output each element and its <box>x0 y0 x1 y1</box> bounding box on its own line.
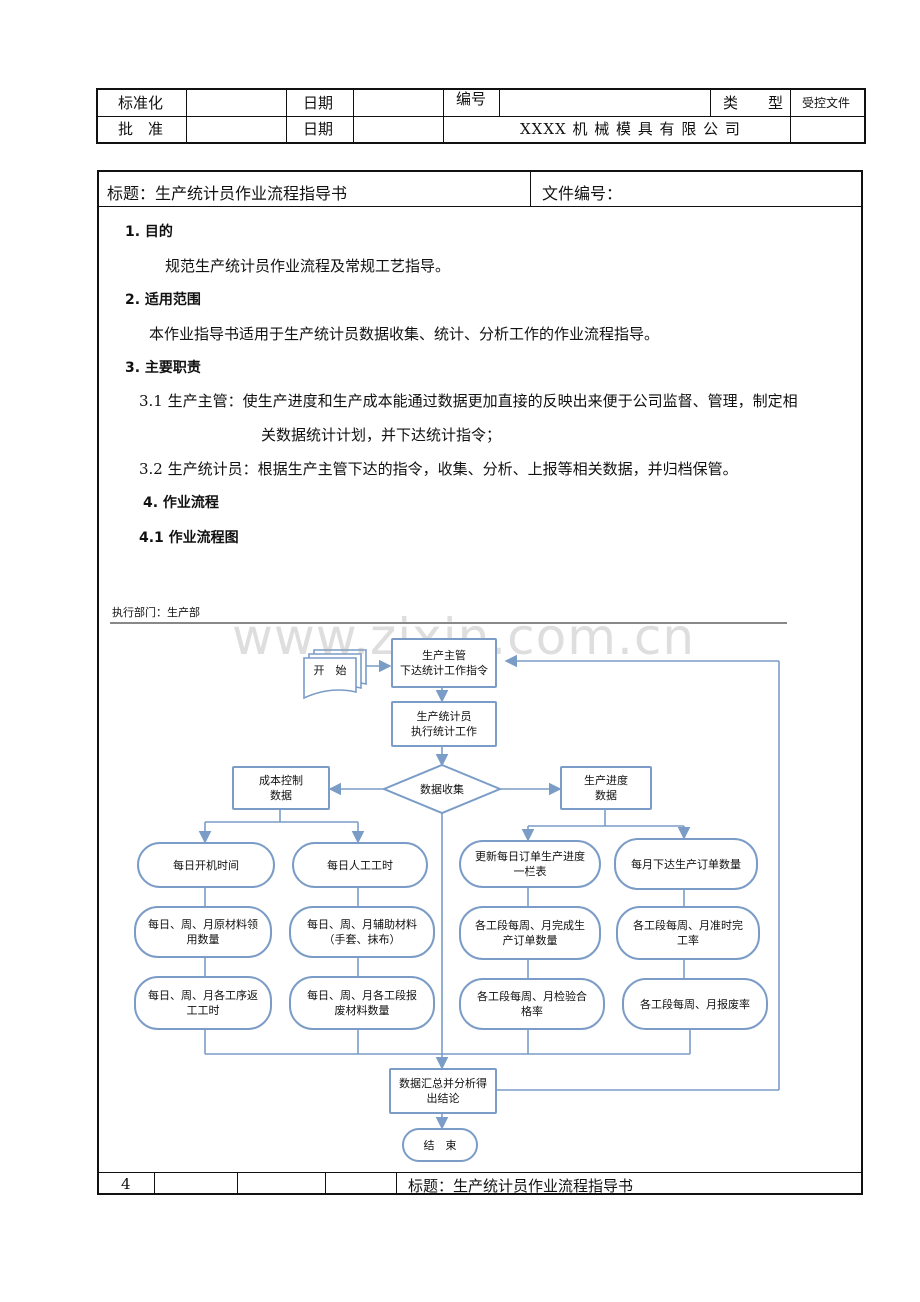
header-col-divider <box>790 90 791 142</box>
flow-c3-r3: 各工段每周、月检验合 格率 <box>459 978 605 1030</box>
section-3-2: 3.2 生产统计员：根据生产主管下达的指令，收集、分析、上报等相关数据，并归档保… <box>139 460 738 478</box>
footer-page-number: 4 <box>121 1175 131 1193</box>
flow-c3-r1-line-2: 一栏表 <box>513 865 547 878</box>
header-controlled: 受控文件 <box>802 96 851 110</box>
flow-c4-r3: 各工段每周、月报废率 <box>622 978 768 1030</box>
header-number: 编号 <box>456 90 487 108</box>
flow-c3-r2: 各工段每周、月完成生 产订单数量 <box>459 906 601 960</box>
header-col-divider <box>186 90 187 142</box>
section-3-heading: 3. 主要职责 <box>125 360 201 376</box>
decision-diamond <box>381 763 503 815</box>
flow-cost-box: 成本控制 数据 <box>232 766 330 810</box>
header-col-divider <box>499 90 500 116</box>
flow-c4-r1: 每月下达生产订单数量 <box>614 838 758 890</box>
flow-summary-box: 数据汇总并分析得 出结论 <box>389 1068 497 1114</box>
flow-c2-r2-line-1: 每日、周、月辅助材料 <box>307 918 417 931</box>
file-number-label: 文件编号： <box>542 184 623 203</box>
flow-c2-r3-line-1: 每日、周、月各工段报 <box>307 989 417 1002</box>
flow-c2-r1: 每日人工工时 <box>292 842 428 888</box>
flow-c2-r2: 每日、周、月辅助材料 （手套、抹布） <box>289 906 435 958</box>
start-document-shape <box>303 649 367 700</box>
flow-c1-r3-line-1: 每日、周、月各工序返 <box>148 989 258 1002</box>
header-table: 标准化 日期 编号 类 型 受控文件 批 准 日期 XXXX 机 械 模 具 有… <box>96 88 866 144</box>
flow-c2-r3: 每日、周、月各工段报 废材料数量 <box>289 976 435 1030</box>
footer-col-divider <box>154 1172 155 1193</box>
flow-c4-r2-line-2: 工率 <box>677 934 699 947</box>
document-body: 标题：生产统计员作业流程指导书 文件编号： 1. 目的 规范生产统计员作业流程及… <box>97 170 863 1195</box>
flow-c3-r1-line-1: 更新每日订单生产进度 <box>475 850 585 863</box>
footer-col-divider <box>237 1172 238 1193</box>
footer-row-divider <box>99 1172 861 1173</box>
flow-clerk-line-2: 执行统计工作 <box>411 725 477 738</box>
flow-c1-r2-line-2: 用数量 <box>186 933 220 946</box>
header-date-2: 日期 <box>303 120 334 138</box>
flow-c1-r2: 每日、周、月原材料领 用数量 <box>134 906 272 958</box>
flow-c4-r2: 各工段每周、月准时完 工率 <box>616 906 760 960</box>
flow-end: 结 束 <box>402 1128 478 1162</box>
flow-c4-r2-line-1: 各工段每周、月准时完 <box>633 919 743 932</box>
flow-manager-line-1: 生产主管 <box>422 649 466 662</box>
flow-c3-r2-line-1: 各工段每周、月完成生 <box>475 919 585 932</box>
section-3-1-line-2: 关数据统计计划，并下达统计指令； <box>261 426 502 444</box>
title-col-divider <box>530 172 531 206</box>
header-approve: 批 准 <box>118 120 164 138</box>
section-4-1-heading: 4.1 作业流程图 <box>139 530 239 546</box>
flow-manager-box: 生产主管 下达统计工作指令 <box>391 638 497 688</box>
flow-c1-r3-line-2: 工工时 <box>186 1004 220 1017</box>
flow-c1-r2-line-1: 每日、周、月原材料领 <box>148 918 258 931</box>
flow-clerk-box: 生产统计员 执行统计工作 <box>391 701 497 747</box>
flow-c1-r3: 每日、周、月各工序返 工工时 <box>134 976 272 1030</box>
flow-manager-line-2: 下达统计工作指令 <box>400 664 488 677</box>
flow-progress-line-1: 生产进度 <box>584 774 628 787</box>
header-type: 类 型 <box>723 94 784 112</box>
flow-cost-line-2: 数据 <box>270 789 292 802</box>
header-col-divider <box>710 90 711 116</box>
doc-title: 标题：生产统计员作业流程指导书 <box>107 184 348 203</box>
flow-c2-r3-line-2: 废材料数量 <box>334 1004 390 1017</box>
section-1-body: 规范生产统计员作业流程及常规工艺指导。 <box>165 257 451 275</box>
footer-col-divider <box>396 1172 397 1193</box>
section-1-heading: 1. 目的 <box>125 224 173 240</box>
flow-collect-label: 数据收集 <box>420 783 464 796</box>
section-3-1-line-1: 3.1 生产主管：使生产进度和生产成本能通过数据更加直接的反映出来便于公司监督、… <box>139 392 798 410</box>
header-company: XXXX 机 械 模 具 有 限 公 司 <box>520 120 741 138</box>
flow-cost-line-1: 成本控制 <box>259 774 303 787</box>
footer-col-divider <box>325 1172 326 1193</box>
flow-c3-r3-line-1: 各工段每周、月检验合 <box>477 990 587 1003</box>
flow-c2-r2-line-2: （手套、抹布） <box>323 933 401 946</box>
header-row-divider <box>98 116 864 117</box>
title-row-divider <box>99 206 861 207</box>
flow-c1-r1: 每日开机时间 <box>137 842 275 888</box>
flow-summary-line-1: 数据汇总并分析得 <box>399 1077 487 1090</box>
flow-c3-r1: 更新每日订单生产进度 一栏表 <box>459 840 601 888</box>
flow-c3-r2-line-2: 产订单数量 <box>502 934 558 947</box>
header-standardize: 标准化 <box>118 94 164 112</box>
footer-title: 标题：生产统计员作业流程指导书 <box>408 1177 634 1195</box>
section-4-heading: 4. 作业流程 <box>143 495 219 511</box>
header-col-divider <box>443 90 444 142</box>
header-date-1: 日期 <box>303 94 334 112</box>
flow-summary-line-2: 出结论 <box>426 1092 460 1105</box>
flow-progress-box: 生产进度 数据 <box>560 766 652 810</box>
flow-start: 开 始 <box>313 664 347 677</box>
section-2-body: 本作业指导书适用于生产统计员数据收集、统计、分析工作的作业流程指导。 <box>149 325 660 343</box>
header-col-divider <box>353 90 354 142</box>
section-2-heading: 2. 适用范围 <box>125 292 201 308</box>
flow-progress-line-2: 数据 <box>595 789 617 802</box>
header-col-divider <box>286 90 287 142</box>
flow-c3-r3-line-2: 格率 <box>521 1005 543 1018</box>
flow-clerk-line-1: 生产统计员 <box>416 710 472 723</box>
flow-department-label: 执行部门：生产部 <box>112 606 200 619</box>
